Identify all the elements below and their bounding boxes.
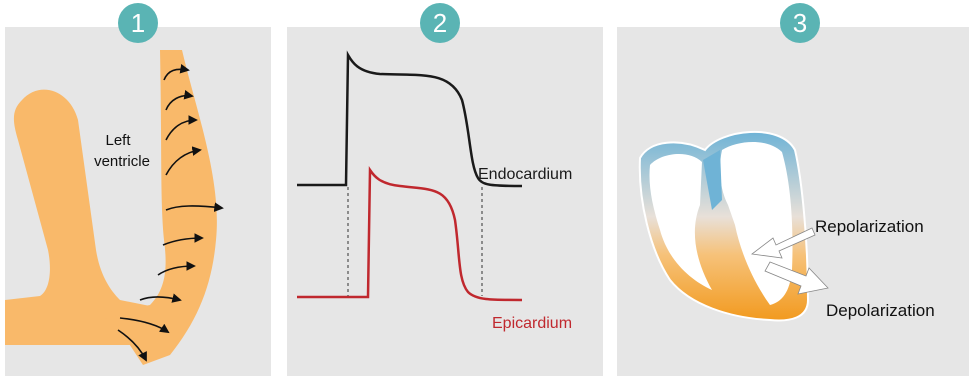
endocardium-label: Endocardium [478, 166, 572, 183]
depolarization-label: Depolarization [826, 301, 935, 320]
epicardium-trace [297, 170, 522, 300]
septum [5, 90, 150, 345]
epicardium-label: Epicardium [492, 315, 572, 332]
ventricle-label-line2: ventricle [94, 153, 150, 170]
repolarization-label: Repolarization [815, 217, 924, 236]
ventricle-label-line1: Left [105, 132, 131, 149]
step-badge-3: 3 [780, 3, 820, 43]
step-badge-1: 1 [118, 3, 158, 43]
heart [640, 132, 808, 321]
step-badge-2: 2 [420, 3, 460, 43]
ventricle-wall [5, 50, 217, 365]
